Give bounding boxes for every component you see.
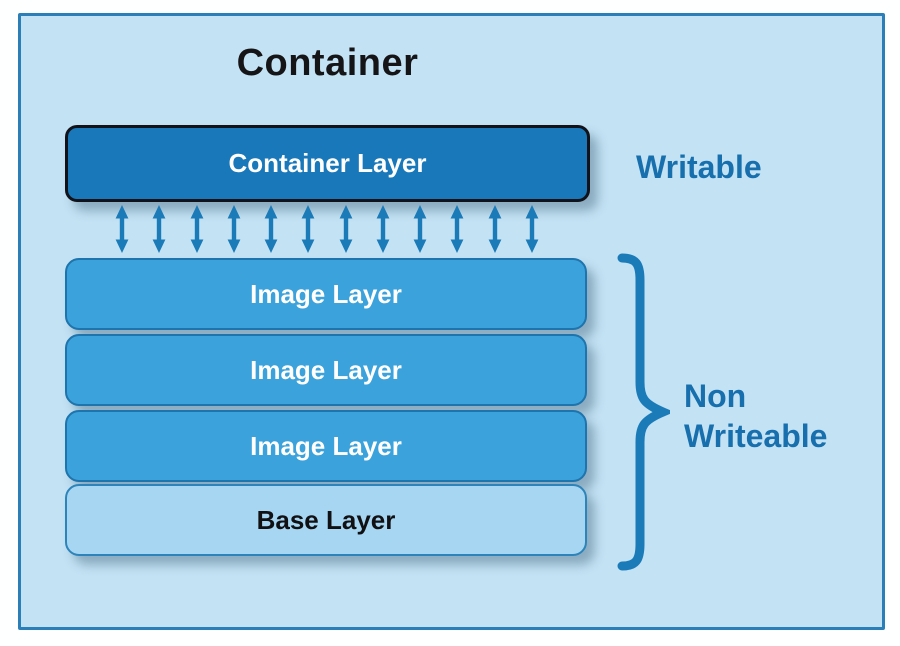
sync-arrows-row: [115, 205, 539, 253]
double-arrow-icon: [152, 205, 166, 253]
double-arrow-icon: [301, 205, 315, 253]
image-layer-box: Image Layer: [65, 410, 587, 482]
image-layer-label: Image Layer: [250, 278, 402, 309]
double-arrow-icon: [413, 205, 427, 253]
non-writeable-line2: Writeable: [684, 418, 828, 454]
diagram-title: Container: [236, 42, 419, 84]
container-layer-label: Container Layer: [228, 148, 427, 178]
double-arrow-icon: [525, 205, 539, 253]
double-arrow-icon: [376, 205, 390, 253]
right-curly-brace-icon: [616, 252, 675, 572]
double-arrow-icon: [488, 205, 502, 253]
double-arrow-icon: [227, 205, 241, 253]
double-arrow-icon: [450, 205, 464, 253]
non-writeable-line1: Non: [684, 378, 747, 414]
double-arrow-icon: [264, 205, 278, 253]
non-writeable-annotation: Non Writeable: [684, 376, 827, 456]
image-layer-label: Image Layer: [250, 354, 402, 385]
writable-annotation: Writable: [636, 149, 762, 185]
double-arrow-icon: [115, 205, 129, 253]
double-arrow-icon: [339, 205, 353, 253]
base-layer-box: Base Layer: [65, 484, 587, 556]
container-layer-box: Container Layer: [65, 125, 590, 202]
image-layer-box: Image Layer: [65, 334, 587, 406]
double-arrow-icon: [190, 205, 204, 253]
image-layer-label: Image Layer: [250, 430, 402, 461]
image-layer-box: Image Layer: [65, 258, 587, 330]
base-layer-label: Base Layer: [256, 504, 396, 535]
